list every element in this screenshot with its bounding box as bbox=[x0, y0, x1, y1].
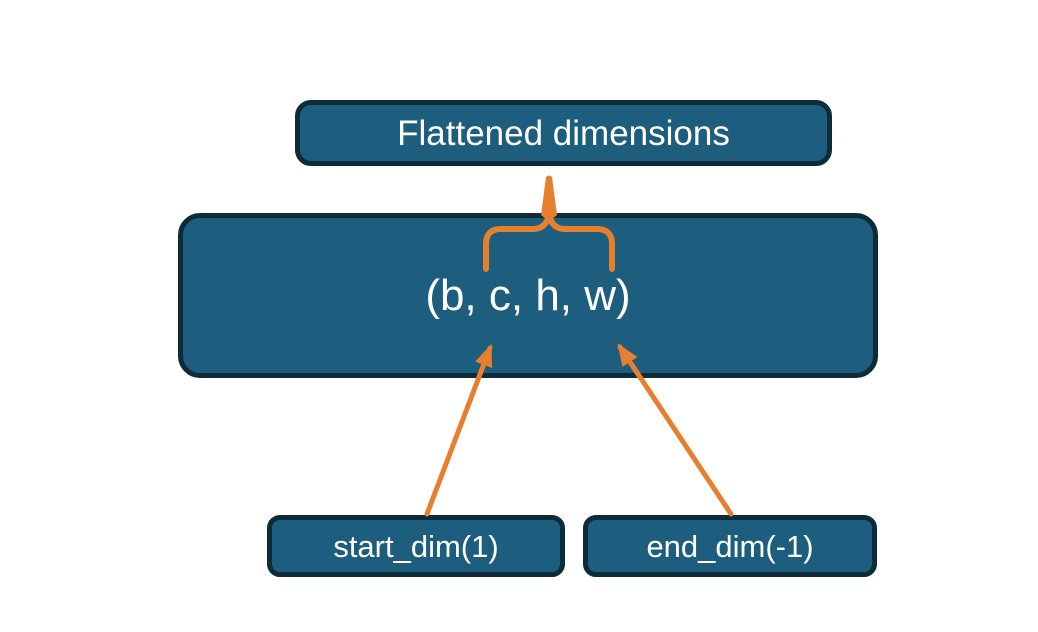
end-dim-label: end_dim(-1) bbox=[646, 528, 814, 564]
start-dim-label: start_dim(1) bbox=[333, 528, 499, 564]
start-dim-box: start_dim(1) bbox=[267, 515, 565, 577]
tensor-shape-box: (b, c, h, w) bbox=[178, 213, 878, 378]
flattened-dimensions-label: Flattened dimensions bbox=[397, 113, 730, 153]
tensor-shape-label: (b, c, h, w) bbox=[425, 270, 631, 320]
flattened-dimensions-box: Flattened dimensions bbox=[295, 100, 832, 166]
end-dim-box: end_dim(-1) bbox=[583, 515, 877, 577]
